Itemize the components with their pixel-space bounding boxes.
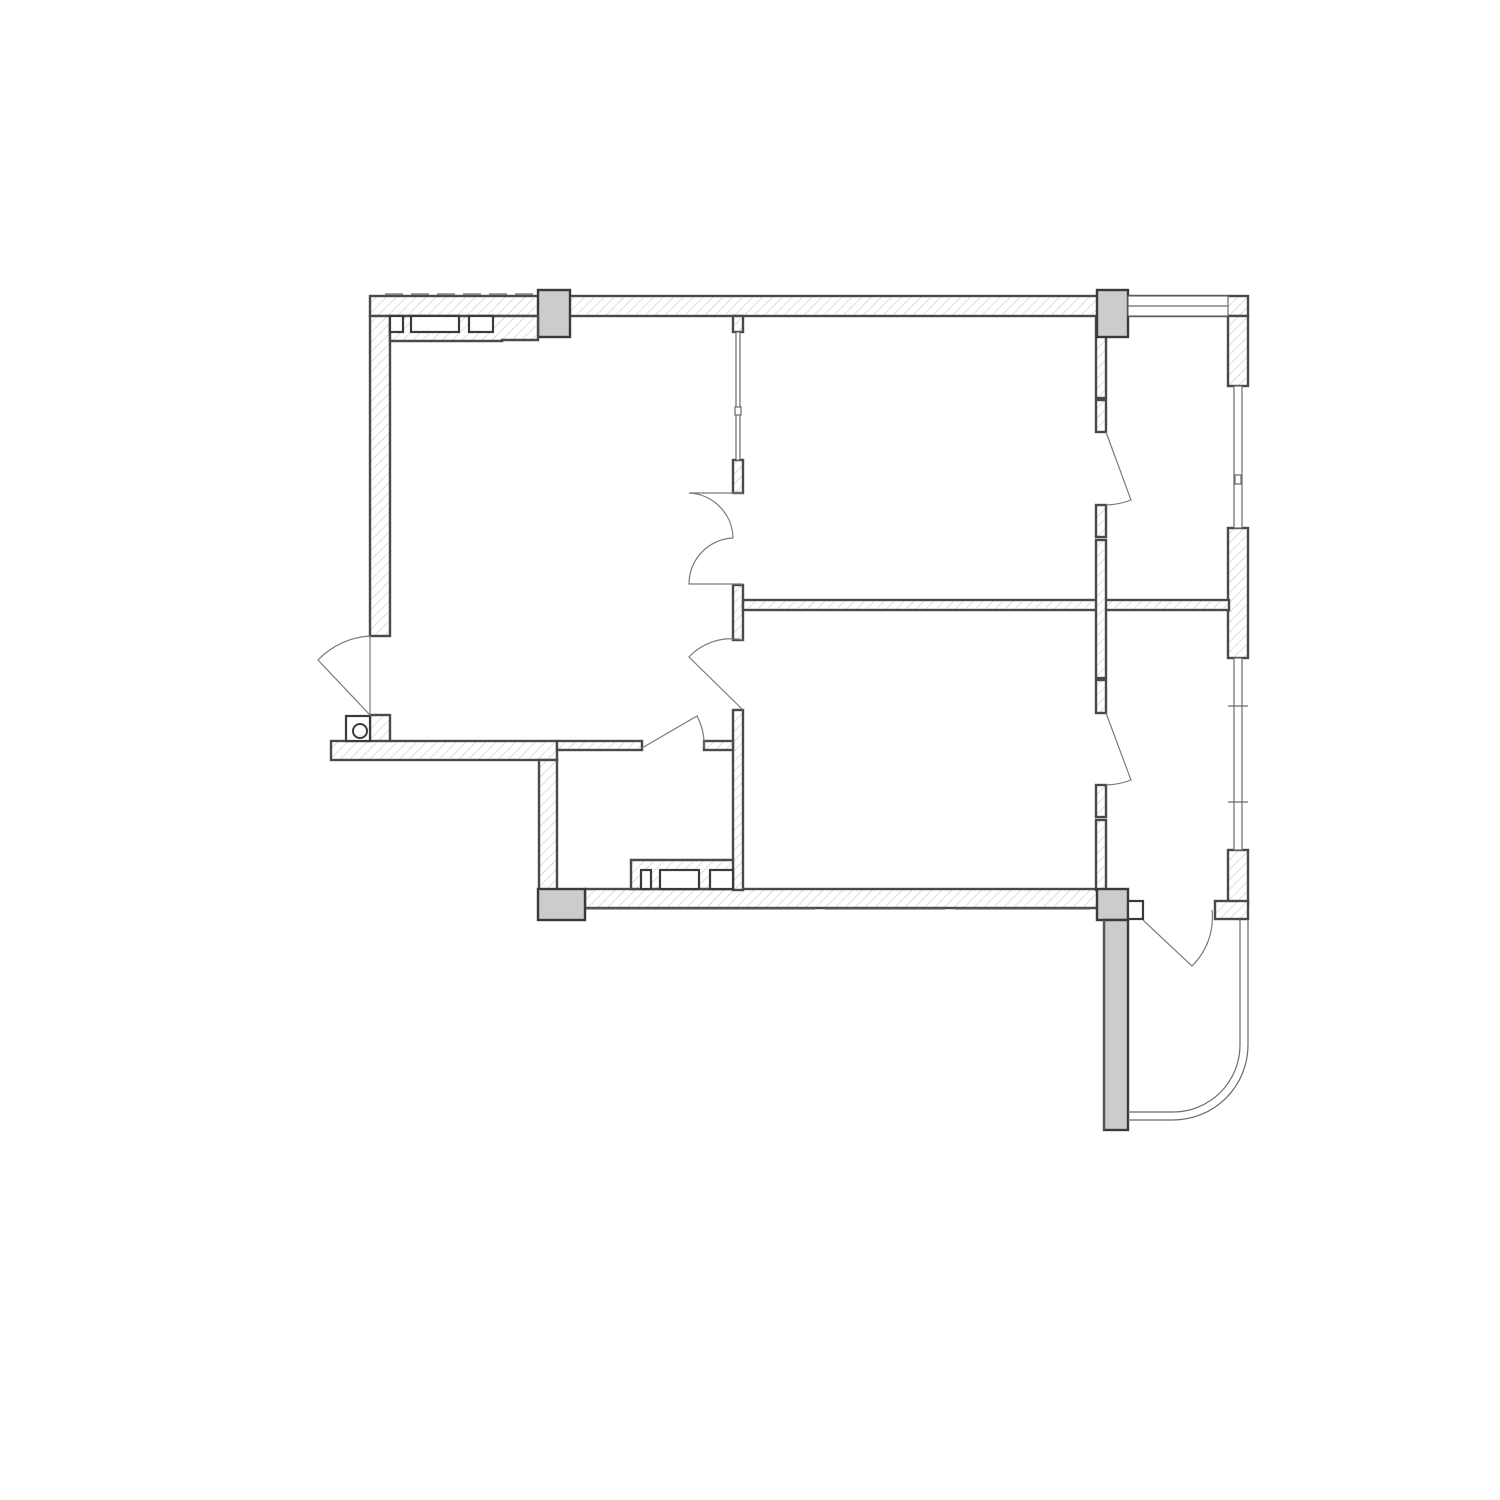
wall-south-west bbox=[329, 739, 559, 762]
column-south-east bbox=[1095, 887, 1130, 922]
partition-loggia-south-2 bbox=[1094, 783, 1108, 819]
niche-north-box-3 bbox=[467, 314, 495, 334]
partition-loggia-south-1 bbox=[1094, 678, 1108, 715]
partition-bathroom-north-2 bbox=[702, 739, 735, 752]
column-south-west bbox=[536, 887, 587, 922]
window-east-upper bbox=[1233, 385, 1243, 529]
partition-loggia-south-3 bbox=[1094, 818, 1108, 892]
column-north-west bbox=[536, 288, 572, 339]
partition-living-mid bbox=[731, 583, 745, 642]
door-swings bbox=[317, 431, 1214, 967]
window-east-lower bbox=[1233, 657, 1243, 851]
door-bedroom-south[interactable] bbox=[688, 638, 744, 711]
wall-east-upper bbox=[1226, 314, 1250, 388]
door-loggia-north[interactable] bbox=[1105, 431, 1132, 506]
wall-west-lower bbox=[368, 713, 392, 744]
wall-north bbox=[368, 294, 1250, 318]
partition-living-lower bbox=[731, 708, 745, 892]
partition-living-upper-2 bbox=[731, 458, 745, 495]
door-loggia-south[interactable] bbox=[1105, 712, 1132, 786]
niche-north-box-1 bbox=[388, 314, 405, 334]
niche-north-box-2 bbox=[409, 314, 461, 334]
wall-loggia-south-stub bbox=[1213, 899, 1250, 921]
balcony-door-jamb bbox=[1126, 899, 1145, 921]
entrance-door[interactable] bbox=[317, 635, 371, 717]
wall-east-lower bbox=[1226, 848, 1250, 907]
double-door-bedroom-north[interactable] bbox=[688, 492, 743, 585]
ventilation-shaft-icon bbox=[344, 714, 372, 743]
partition-living-upper bbox=[731, 314, 745, 334]
column-north-east bbox=[1095, 288, 1130, 339]
niches bbox=[388, 314, 735, 891]
partition-loggia-mid bbox=[1094, 538, 1108, 680]
wall-bathroom-west bbox=[537, 758, 559, 892]
niche-south-box-1 bbox=[639, 868, 653, 891]
wall-east-mid bbox=[1226, 526, 1250, 660]
door-bathroom[interactable] bbox=[641, 715, 705, 749]
balcony-side-wall bbox=[1102, 918, 1130, 1132]
window-partition-glazed bbox=[735, 331, 741, 461]
niche-south-box-3 bbox=[708, 868, 735, 891]
balcony-rail-outer bbox=[1128, 920, 1249, 1121]
wall-west bbox=[368, 314, 392, 638]
door-balcony[interactable] bbox=[1142, 909, 1214, 967]
partition-loggia-north-3 bbox=[1094, 503, 1108, 539]
window-east-upper-mullion bbox=[1234, 474, 1242, 485]
partition-bedrooms bbox=[741, 598, 1231, 612]
window-partition-glazed-mark bbox=[734, 406, 742, 416]
balcony-rail-inner bbox=[1128, 920, 1241, 1113]
windows bbox=[734, 295, 1248, 851]
partition-bathroom-north bbox=[555, 739, 644, 752]
interior-walls bbox=[555, 314, 1231, 892]
wall-south bbox=[583, 887, 1102, 910]
partition-loggia-north-2 bbox=[1094, 398, 1108, 434]
niche-south-box-2 bbox=[658, 868, 701, 891]
balcony-railing bbox=[1128, 920, 1249, 1121]
columns bbox=[536, 288, 1130, 922]
